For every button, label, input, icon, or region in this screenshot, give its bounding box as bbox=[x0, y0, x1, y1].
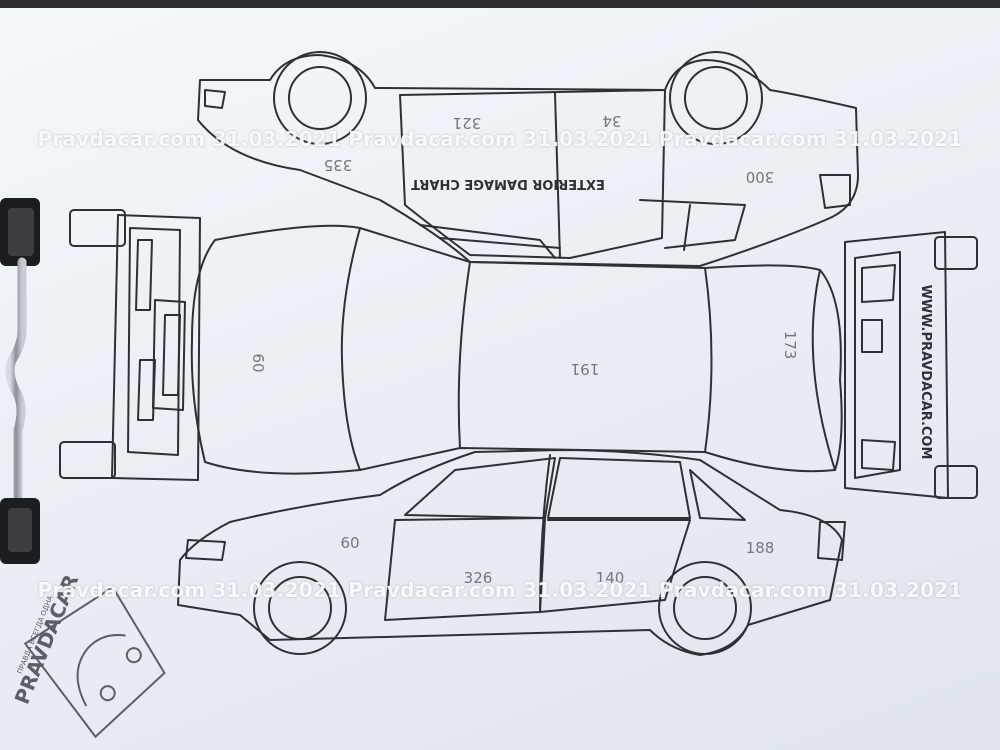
reading-bottom-rear-door: 140 bbox=[596, 569, 625, 587]
car-side-view-lower bbox=[177, 449, 846, 656]
watermark-bottom: Pravdacar.com 31.03.2021 Pravdacar.com 3… bbox=[37, 578, 963, 602]
reading-trunk-lid: 60 bbox=[249, 353, 267, 372]
reading-top-rear-fender: 335 bbox=[324, 156, 353, 174]
reading-bottom-front-fender: 60 bbox=[340, 534, 359, 552]
chart-title: EXTERIOR DAMAGE CHART bbox=[411, 176, 605, 191]
car-end-view-left bbox=[59, 209, 201, 481]
reading-bottom-rear-fender: 188 bbox=[746, 539, 775, 557]
watermark-top: Pravdacar.com 31.03.2021 Pravdacar.com 3… bbox=[37, 127, 963, 151]
reading-bottom-front-door: 326 bbox=[464, 569, 493, 587]
reading-top-rear-door: 321 bbox=[453, 114, 482, 132]
reading-top-front-fender: 300 bbox=[746, 168, 775, 186]
clipboard-clip bbox=[0, 198, 40, 564]
car-end-view-right bbox=[844, 231, 978, 499]
car-top-view bbox=[190, 224, 843, 475]
paper-sheet bbox=[0, 8, 1000, 750]
reading-hood: 173 bbox=[781, 331, 799, 360]
website-text: WWW.PRAVDACAR.COM bbox=[918, 285, 933, 460]
reading-roof: 191 bbox=[571, 360, 600, 378]
car-side-view-upper bbox=[197, 51, 859, 267]
reading-top-front-door: 34 bbox=[602, 112, 621, 130]
